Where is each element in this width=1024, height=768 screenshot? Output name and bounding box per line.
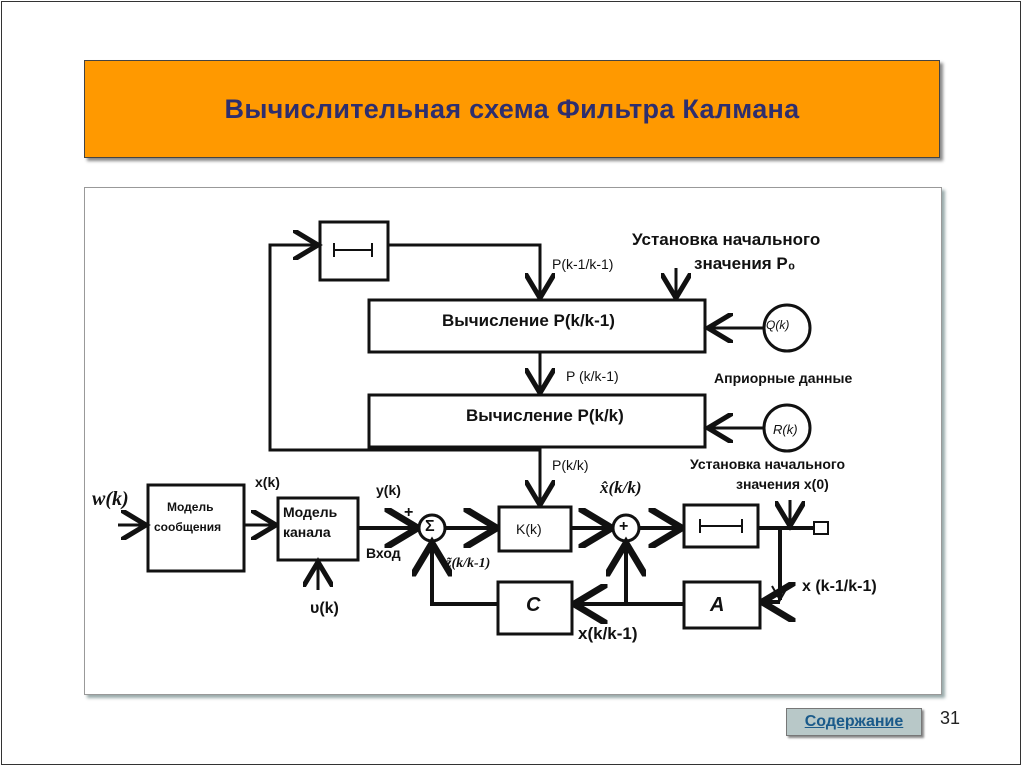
- a-label: A: [710, 594, 725, 616]
- wk-label: w(k): [92, 488, 129, 510]
- q-label: Q(k): [766, 318, 790, 332]
- plus-sign-1: +: [404, 504, 414, 521]
- x-prev-label: x (k-1/k-1): [802, 578, 877, 595]
- gain-label: K(k): [516, 521, 542, 537]
- init-p-label-1: Установка начального: [632, 230, 821, 249]
- slide-title: Вычислительная схема Фильтра Калмана: [224, 93, 800, 124]
- message-model-label-1: Модель: [167, 500, 214, 514]
- calc-filter-block: [367, 393, 707, 449]
- p-prev-label: P(k-1/k-1): [552, 256, 614, 272]
- contents-link-button[interactable]: Содержание: [786, 708, 922, 736]
- x-hat-label: x̂(k/k): [600, 478, 642, 497]
- calc-predict-label: Вычисление P(k/k-1): [442, 311, 615, 330]
- page-number: 31: [940, 708, 961, 728]
- p-filter-label: P(k/k): [552, 457, 589, 473]
- channel-model-label-2: канала: [283, 524, 331, 540]
- message-model-block: [146, 483, 246, 573]
- xk-label: x(k): [255, 474, 280, 490]
- x-predict-label: x(k/k-1): [578, 624, 638, 643]
- channel-model-label-1: Модель: [283, 504, 338, 520]
- plus-sign-2: +: [619, 518, 629, 535]
- c-block: [496, 580, 574, 636]
- input-label: Вход: [366, 545, 401, 561]
- init-x-label-1: Установка начального: [690, 456, 846, 472]
- init-x-label-2: значения x(0): [736, 476, 829, 492]
- r-label: R(k): [773, 422, 798, 437]
- p-predict-label: P (k/k-1): [566, 368, 619, 384]
- calc-filter-label: Вычисление P(k/k): [466, 406, 624, 425]
- sum-symbol: Σ: [425, 518, 435, 535]
- z-tilde-label: z̃(k/k-1): [446, 556, 491, 571]
- init-p-label-2: значения P₀: [694, 254, 796, 273]
- vk-label: υ(k): [310, 600, 339, 617]
- title-banner: Вычислительная схема Фильтра Калмана: [84, 60, 940, 158]
- contents-link-text[interactable]: Содержание: [804, 713, 904, 730]
- c-label: C: [526, 594, 541, 616]
- apriori-label: Априорные данные: [714, 370, 853, 386]
- a-block: [682, 580, 762, 630]
- delay-block-x: [682, 503, 760, 549]
- yk-label: y(k): [376, 482, 401, 498]
- message-model-label-2: сообщения: [154, 520, 222, 534]
